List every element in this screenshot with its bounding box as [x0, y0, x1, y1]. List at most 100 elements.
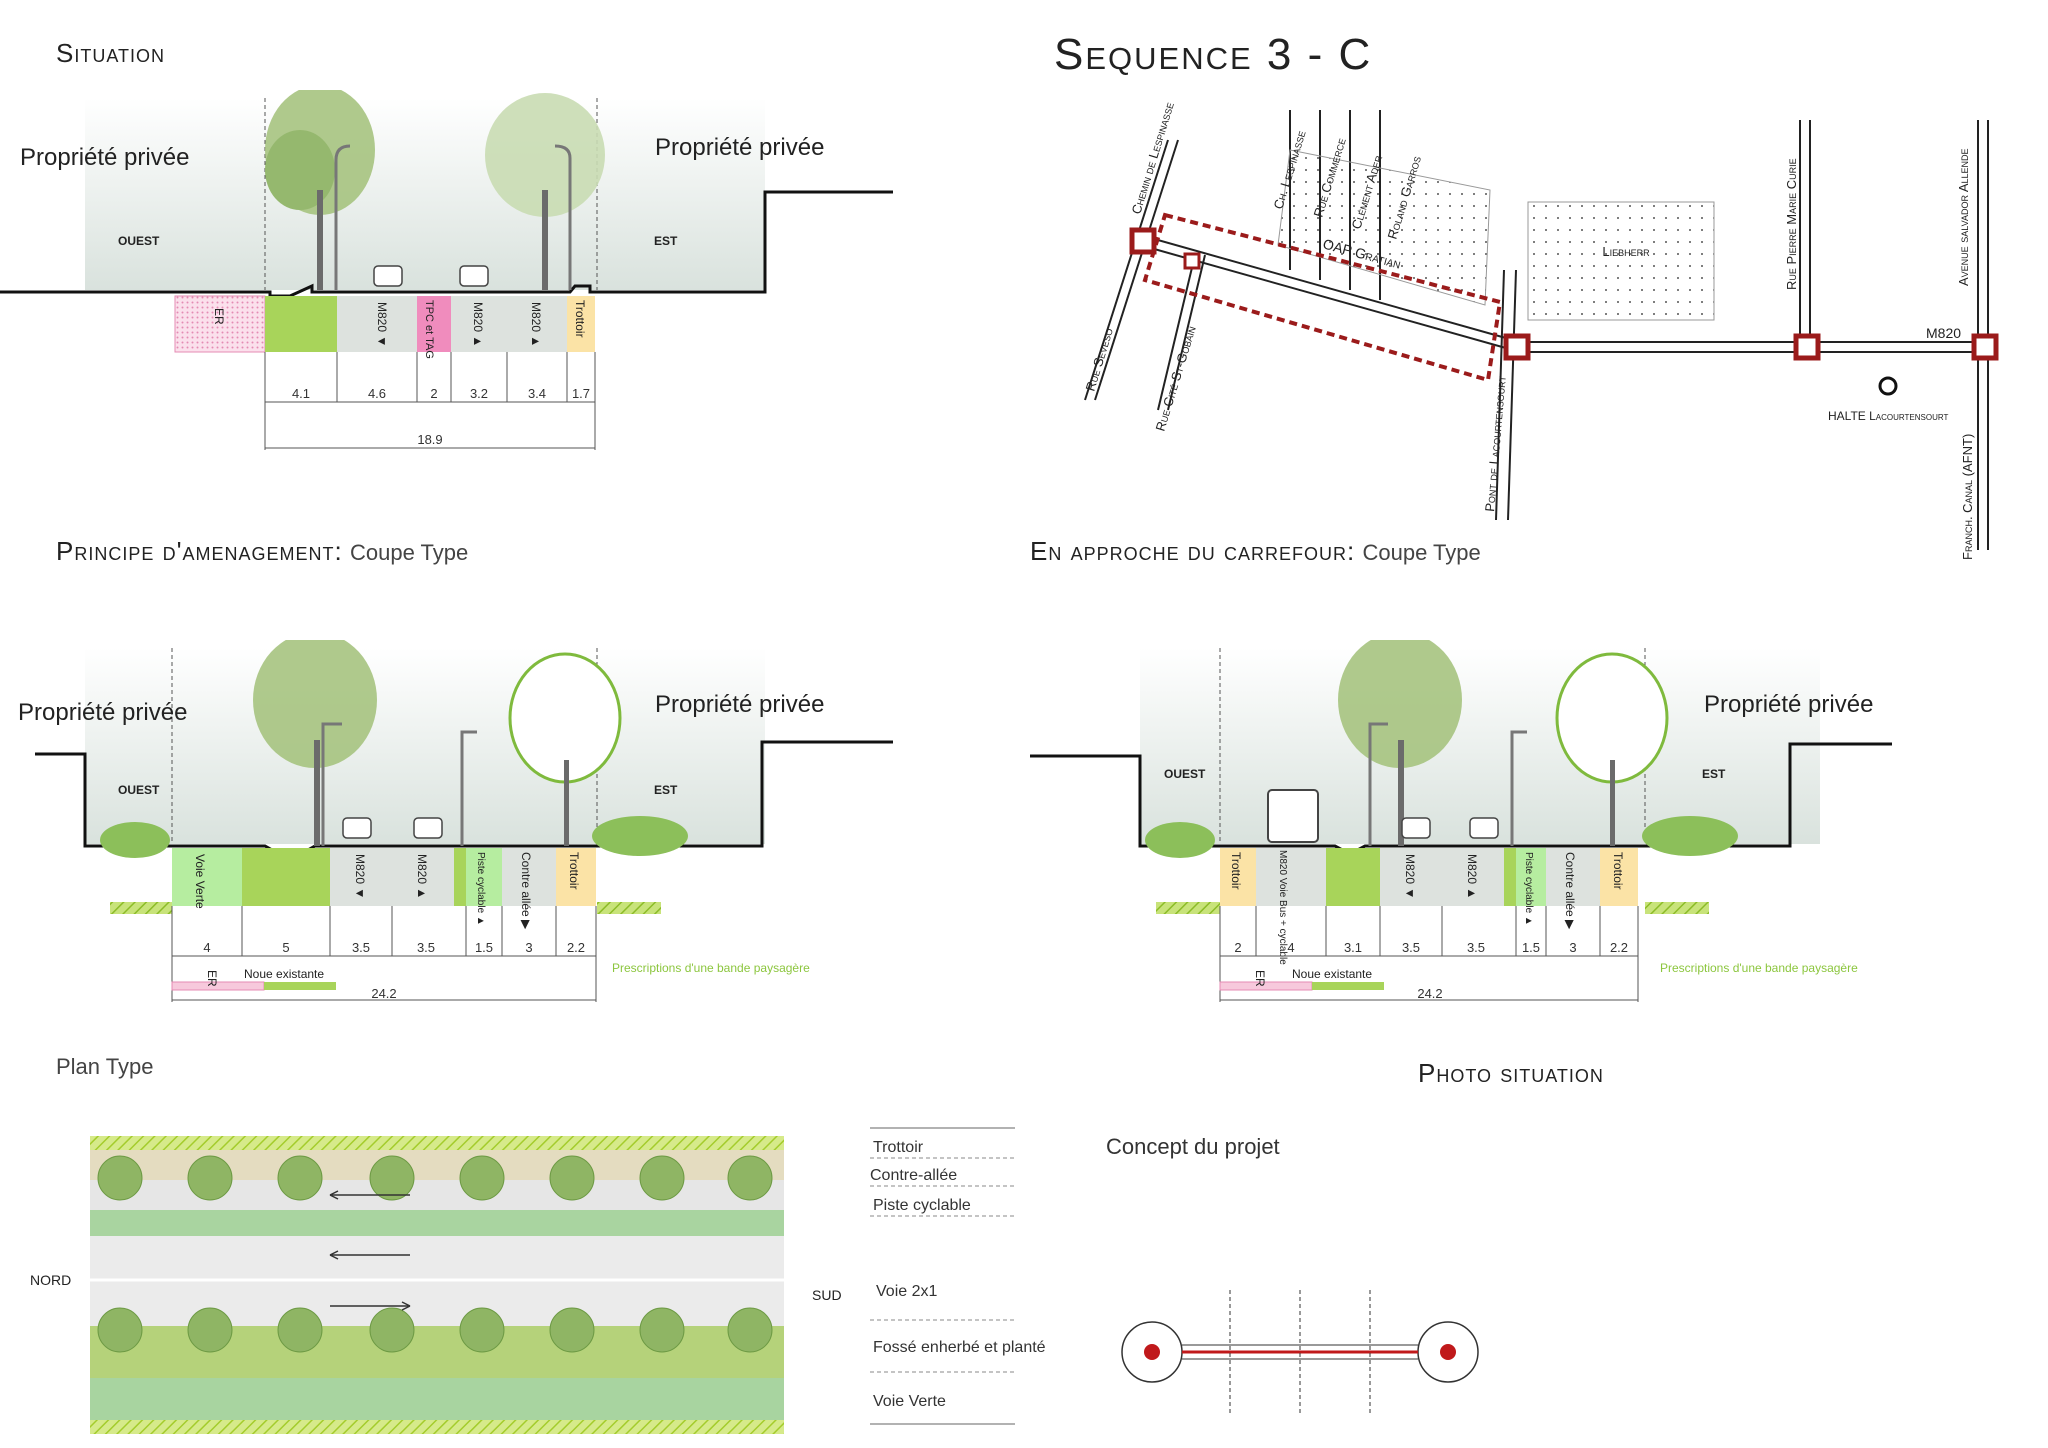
noue-bar [264, 982, 336, 990]
map-label-m820: M820 [1926, 325, 1961, 341]
legend-voie: Voie 2x1 [876, 1283, 937, 1300]
prescription-label: Prescriptions d'une bande paysagère [612, 961, 810, 975]
plan-hatch-top [90, 1136, 784, 1150]
lane-label-contre-allee: Contre allée ▶ [1563, 852, 1577, 930]
plan-legend-lines [870, 1157, 1015, 1373]
tree-right [1555, 652, 1669, 846]
dim-2: 4 [1287, 940, 1294, 955]
lane-label-trottoir-right: Trottoir [1611, 852, 1625, 890]
sequence-title: Sequence 3 - C [1054, 30, 1373, 79]
dim-1: 4.1 [292, 386, 310, 401]
bande-paysagere-left [1156, 902, 1220, 914]
dim-total: 24.2 [1417, 986, 1442, 1001]
lane-bus [1256, 848, 1326, 906]
dim-6: 3 [525, 940, 532, 955]
lane-label-bus: M820 Voie Bus + cyclable [1277, 850, 1288, 965]
oap-parcels [1277, 149, 1491, 306]
intersection-markers [1129, 227, 1999, 361]
dim-2: 5 [282, 940, 289, 955]
roundabout-right-core [1440, 1344, 1456, 1360]
ouest-label: OUEST [118, 783, 160, 797]
lane-label-trottoir-left: Trottoir [1229, 852, 1243, 890]
lane-trottoir-left [1220, 848, 1256, 906]
er-label: ER [205, 970, 219, 987]
noue-bar [1312, 982, 1384, 990]
dim-4: 3.5 [1402, 940, 1420, 955]
concept-diagram [1121, 1290, 1479, 1414]
shrubs [1145, 816, 1738, 858]
dim-1: 2 [1234, 940, 1241, 955]
legend-piste: Piste cyclable [873, 1197, 971, 1214]
halte-icon [1878, 376, 1898, 396]
lane-m820-1 [330, 848, 392, 906]
lane-er [174, 295, 266, 353]
approche-section: Propriété privée OUEST EST Trottoir M820… [1030, 640, 1892, 1002]
bus-icon [1267, 789, 1319, 843]
lane-label-m820-2: M820 ▲ [1465, 854, 1479, 899]
dim-8: 2.2 [1610, 940, 1628, 955]
lane-trottoir [556, 848, 596, 906]
principe-section: Propriété privée Propriété privée OUEST … [18, 640, 893, 1002]
lane-piste [466, 848, 502, 906]
situation-section: Propriété privée Propriété privée OUEST … [0, 90, 893, 450]
section-backdrop [1140, 648, 1820, 844]
lane-voie-verte [172, 848, 242, 906]
lane-separator [454, 848, 466, 906]
dim-6: 1.7 [572, 386, 590, 401]
lane-noue [1326, 848, 1380, 906]
lane-m820-2 [392, 848, 454, 906]
liebherr-parcel [1527, 201, 1715, 321]
plan-hatch-bottom [90, 1420, 784, 1434]
car-icons [373, 265, 489, 287]
plan-trees-bottom [97, 1307, 773, 1353]
lane-label-m820-1: M820 ▼ [1403, 854, 1417, 899]
lamp-posts [334, 144, 572, 290]
plan-type-title: Plan Type [56, 1054, 154, 1079]
lane-m820-1 [1380, 848, 1442, 906]
map-label-halte: HALTE Lacourtensourt [1828, 409, 1949, 423]
bande-paysagere-left [110, 902, 172, 914]
ouest-label: OUEST [1164, 767, 1206, 781]
map-label-pierre: Rue Pierre Marie Curie [1784, 158, 1799, 290]
photo-situation-title: Photo situation [1418, 1058, 1604, 1088]
lane-contre-allee [502, 848, 556, 906]
map-roads [1084, 110, 1989, 550]
plan-sud-label: SUD [812, 1287, 842, 1303]
dim-3: 2 [430, 386, 437, 401]
lane-label-piste: Piste cyclable ▲ [475, 852, 486, 926]
lane-label-er: ER [212, 308, 226, 325]
dim-3: 3.1 [1344, 940, 1362, 955]
ouest-label: OUEST [118, 234, 160, 248]
lane-green [265, 296, 337, 352]
legend-contre-allee: Contre-allée [870, 1167, 957, 1184]
bande-paysagere-right [1645, 902, 1709, 914]
dim-3: 3.5 [352, 940, 370, 955]
tree-left [253, 640, 377, 846]
legend-fosse: Fossé enherbé et planté [873, 1339, 1046, 1356]
noue-label: Noue existante [244, 967, 324, 981]
lane-label-m820-1: M820 ▼ [353, 854, 367, 899]
map-label-franch: Franch. Canal (AFNT) [1960, 434, 1975, 560]
approche-heading: En approche du carrefour: [1030, 536, 1356, 566]
propriete-privee-left: Propriété privée [20, 144, 189, 171]
lane-trottoir [567, 296, 595, 352]
dim-2: 4.6 [368, 386, 386, 401]
lane-label-trottoir: Trottoir [567, 852, 581, 890]
plan-type: NORD SUD Trottoir Contre-allée Piste cyc… [30, 1127, 1046, 1434]
lane-m820-2 [1442, 848, 1504, 906]
dim-5: 3.5 [1467, 940, 1485, 955]
dim-total: 24.2 [371, 986, 396, 1001]
er-label: ER [1253, 970, 1267, 987]
car-icons [1401, 817, 1499, 839]
approche-title: En approche du carrefour: Coupe Type [1030, 536, 1481, 567]
propriete-privee-right: Propriété privée [655, 691, 824, 718]
lane-m820-1 [337, 296, 417, 352]
site-map: Chemin de Lespinasse Rue Seveso Rue Cité… [1083, 100, 1999, 560]
tree-right [508, 652, 622, 846]
lane-label-m820-3: M820 ▲ [529, 302, 543, 347]
lamp-posts [1368, 722, 1527, 846]
map-label-liebherr: Liebherr [1602, 244, 1650, 259]
lane-label-m820-1: M820 ▼ [375, 302, 389, 347]
dim-7: 2.2 [567, 940, 585, 955]
est-label: EST [654, 234, 678, 248]
